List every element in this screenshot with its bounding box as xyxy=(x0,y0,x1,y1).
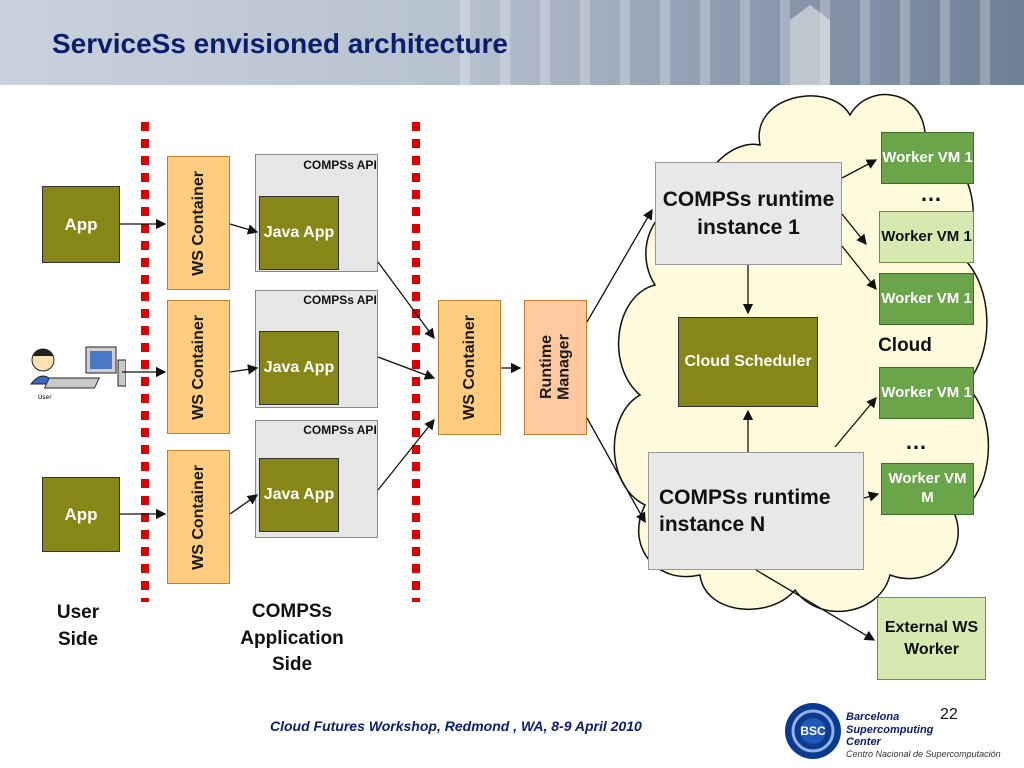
java-app-2[interactable]: Java App xyxy=(259,331,339,405)
user-caption: User xyxy=(38,394,52,401)
compss-runtime-1[interactable]: COMPSs runtime instance 1 xyxy=(655,162,842,265)
separator-app-middle xyxy=(412,122,420,602)
cloud-scheduler[interactable]: Cloud Scheduler xyxy=(678,317,818,407)
bsc-name-2: Supercomputing xyxy=(846,723,934,736)
bsc-logo-text: BSC xyxy=(800,724,826,738)
worker-vm-b[interactable]: Worker VM 1 xyxy=(879,211,974,263)
app-box-bottom[interactable]: App xyxy=(42,477,120,552)
external-ws-worker[interactable]: External WS Worker xyxy=(877,597,986,680)
page-number: 22 xyxy=(940,706,958,723)
worker-ellipsis-bottom: … xyxy=(905,429,927,454)
page-title: ServiceSs envisioned architecture xyxy=(52,28,508,59)
worker-ellipsis-top: … xyxy=(920,181,942,206)
ws-container-3[interactable]: WS Container xyxy=(167,450,230,584)
ws-container-2[interactable]: WS Container xyxy=(167,300,230,434)
worker-vm-m[interactable]: Worker VM M xyxy=(881,463,974,515)
ws-container-middle[interactable]: WS Container xyxy=(438,300,501,435)
building-photo xyxy=(460,0,990,85)
header-banner xyxy=(0,0,1024,85)
user-computer-icon: User xyxy=(29,346,126,401)
compss-api-label-1: COMPSs API xyxy=(303,158,377,172)
cloud-label: Cloud xyxy=(878,335,932,356)
bsc-name-3: Center xyxy=(846,736,881,749)
runtime-manager-box[interactable]: Runtime Manager xyxy=(524,300,587,435)
compss-runtime-n[interactable]: COMPSs runtime instance N xyxy=(648,452,864,570)
user-side-label: User Side xyxy=(56,602,100,650)
footer-text: Cloud Futures Workshop, Redmond , WA, 8-… xyxy=(270,718,642,734)
worker-vm-c[interactable]: Worker VM 1 xyxy=(879,273,974,325)
java-app-3[interactable]: Java App xyxy=(259,458,339,532)
worker-vm-a[interactable]: Worker VM 1 xyxy=(881,132,974,184)
compss-api-label-2: COMPSs API xyxy=(303,293,377,307)
app-side-label: COMPSs Application Side xyxy=(240,601,344,676)
worker-vm-d[interactable]: Worker VM 1 xyxy=(879,367,974,419)
compss-api-label-3: COMPSs API xyxy=(303,423,377,437)
bsc-subtitle: Centro Nacional de Supercomputación xyxy=(846,748,1001,759)
java-app-1[interactable]: Java App xyxy=(259,196,339,270)
bsc-name-1: Barcelona xyxy=(846,711,900,723)
separator-user-app xyxy=(141,122,149,602)
app-box-top[interactable]: App xyxy=(42,186,120,263)
bsc-name: Barcelona Supercomputing Center Centro N… xyxy=(846,711,1001,759)
bsc-logo-icon: BSC xyxy=(785,703,841,759)
ws-container-1[interactable]: WS Container xyxy=(167,156,230,290)
